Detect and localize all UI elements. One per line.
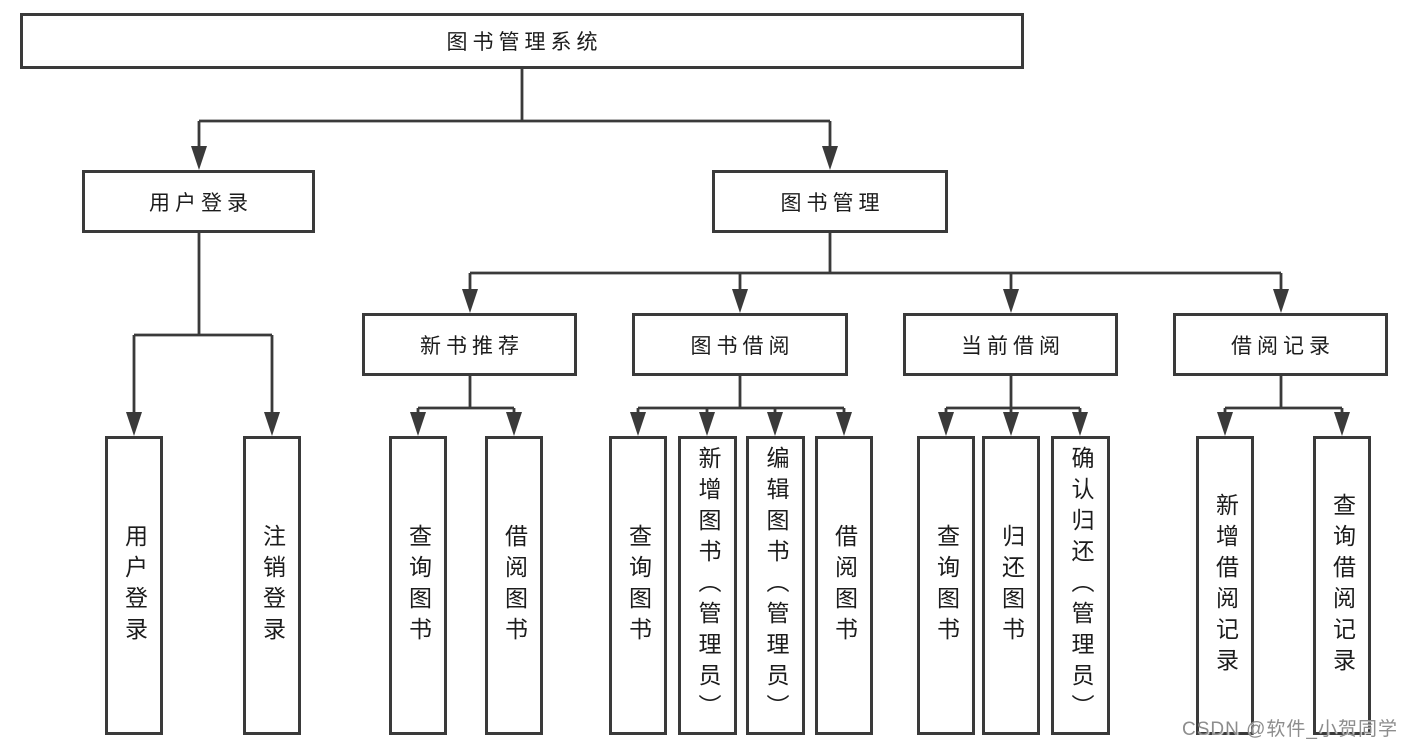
node-current-borrowing: 当前借阅 [903, 313, 1118, 376]
connector-records-split [1223, 376, 1344, 418]
leaf-query-borrow-record: 查询借阅记录 [1313, 436, 1371, 735]
leaf-borrow-books-recommend: 借阅图书 [485, 436, 543, 735]
leaf-edit-book-admin: 编辑图书（管理员） [746, 436, 805, 735]
node-borrowing-records: 借阅记录 [1173, 313, 1388, 376]
node-new-book-recommendation: 新书推荐 [362, 313, 577, 376]
connector-book-management-split [468, 233, 1283, 294]
leaf-user-login: 用户登录 [105, 436, 163, 735]
connector-user-login-split [132, 233, 274, 416]
node-book-borrowing: 图书借阅 [632, 313, 848, 376]
node-library-system: 图书管理系统 [20, 13, 1024, 69]
leaf-add-book-admin: 新增图书（管理员） [678, 436, 737, 735]
leaf-logout-login: 注销登录 [243, 436, 301, 735]
node-user-login: 用户登录 [82, 170, 315, 233]
csdn-watermark: CSDN @软件_小贺同学 [1182, 719, 1398, 740]
connector-recommendation-split [416, 376, 516, 418]
connector-current-split [944, 376, 1082, 418]
node-book-management: 图书管理 [712, 170, 948, 233]
leaf-confirm-return-admin: 确认归还（管理员） [1051, 436, 1110, 735]
leaf-query-books-current: 查询图书 [917, 436, 975, 735]
connector-root-split [197, 69, 832, 150]
leaf-add-borrow-record: 新增借阅记录 [1196, 436, 1254, 735]
leaf-query-books-borrowing: 查询图书 [609, 436, 667, 735]
connector-borrowing-split [636, 376, 846, 418]
leaf-query-books-recommend: 查询图书 [389, 436, 447, 735]
leaf-return-book: 归还图书 [982, 436, 1040, 735]
leaf-borrow-books-borrowing: 借阅图书 [815, 436, 873, 735]
